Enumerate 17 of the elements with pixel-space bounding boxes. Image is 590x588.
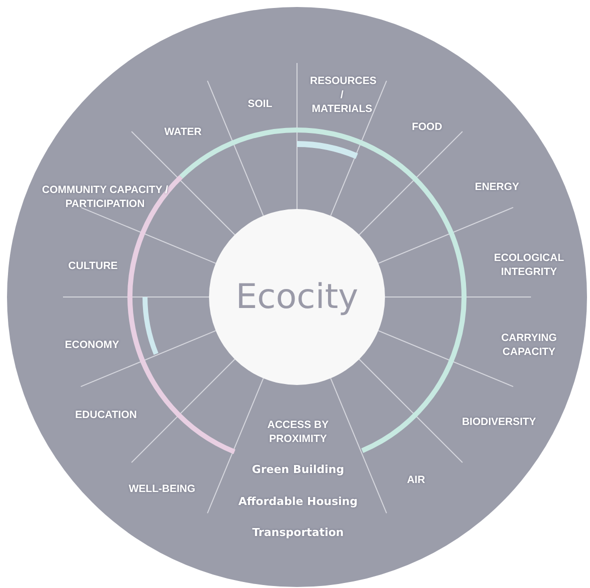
sector-label: AIR: [406, 473, 426, 487]
sector-label: ECONOMY: [64, 338, 120, 352]
sector-label: BIODIVERSITY: [462, 415, 536, 429]
sector-label: SOIL: [248, 97, 272, 111]
sector-label: FOOD: [412, 120, 442, 134]
sector-label: ECOLOGICAL INTEGRITY: [493, 251, 565, 279]
sector-label: WATER: [164, 125, 202, 139]
sector-label: WELL-BEING: [128, 482, 196, 496]
list-item-label: Affordable Housing: [238, 495, 358, 509]
sector-label: CARRYING CAPACITY: [500, 331, 558, 359]
sector-label: ACCESS BY PROXIMITY: [266, 418, 330, 446]
sector-label: ENERGY: [474, 180, 520, 194]
sector-label: RESOURCES / MATERIALS: [310, 74, 374, 116]
list-item-label: Transportation: [252, 526, 344, 540]
sector-label: EDUCATION: [75, 408, 137, 422]
list-item-label: Green Building: [252, 463, 344, 477]
sector-label: CULTURE: [68, 259, 118, 273]
